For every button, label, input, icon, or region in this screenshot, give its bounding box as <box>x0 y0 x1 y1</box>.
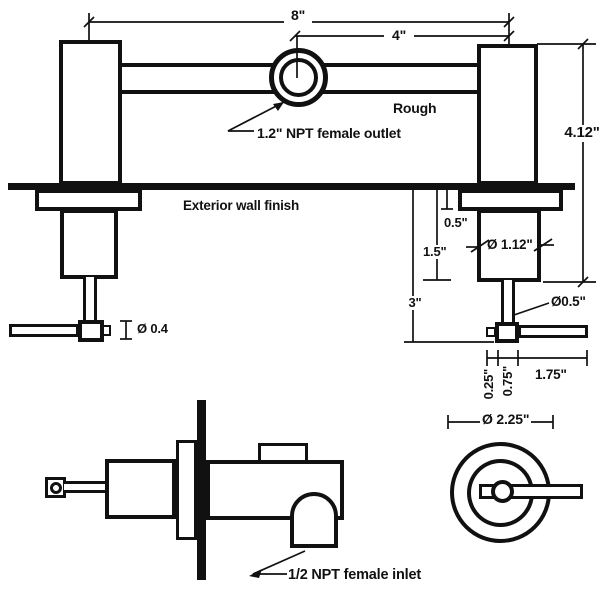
left-stem <box>83 277 97 321</box>
wall-finish-label: Exterior wall finish <box>183 198 300 213</box>
dim-label-body-diameter: Ø 1.12" <box>487 237 533 252</box>
inlet-label: 1/2 NPT female inlet <box>288 567 421 583</box>
dim-left-stem-0-4 <box>120 320 132 340</box>
dim-label-body-projection: 1.5" <box>421 244 449 260</box>
side-inlet-dome <box>290 492 338 548</box>
outlet-inner-ring <box>279 58 318 97</box>
side-body-front <box>105 459 176 519</box>
side-wall-line <box>197 400 206 580</box>
dim-label-overall-width: 8" <box>284 7 312 24</box>
right-handle-bar <box>518 325 588 338</box>
dim-body-1-5 <box>423 190 451 281</box>
side-handle-end-circle <box>50 482 62 494</box>
dim-label-overall-height: 4.12" <box>558 124 600 142</box>
dim-flange-0-5 <box>441 190 453 210</box>
left-handle-block <box>78 320 104 342</box>
dim-label-handle-seg-a: 0.25" <box>480 368 496 400</box>
left-valve-column <box>59 40 122 185</box>
side-handle-stem <box>64 481 106 493</box>
left-body <box>60 209 118 279</box>
left-handle-bar <box>9 324 79 337</box>
right-handle-block <box>495 322 519 343</box>
left-flange <box>35 189 142 211</box>
leader-right-stem <box>513 302 550 316</box>
dim-label-handle-seg-b: 0.75" <box>499 365 515 397</box>
rough-label: Rough <box>393 100 437 116</box>
dim-label-escutcheon-diameter: Ø 2.25" <box>480 411 532 428</box>
dim-label-left-stem-diameter: Ø 0.4 <box>137 321 168 336</box>
dim-label-outlet-offset: 4" <box>384 27 414 44</box>
dim-label-handle-projection: 3" <box>399 295 431 311</box>
end-stem-circle <box>491 480 514 503</box>
right-valve-column <box>477 44 538 185</box>
exterior-wall-line <box>8 183 575 190</box>
outlet-outer-ring <box>269 48 328 107</box>
right-flange <box>458 189 563 211</box>
right-stem <box>501 280 515 323</box>
dim-overall-height-4-12 <box>537 38 596 288</box>
dim-label-flange-projection: 0.5" <box>442 215 470 231</box>
dim-label-right-stem-diameter: Ø0.5" <box>551 294 586 309</box>
side-flange-plate <box>176 440 197 540</box>
dim-label-handle-seg-c: 1.75" <box>535 367 567 382</box>
outlet-label: 1.2" NPT female outlet <box>257 125 401 141</box>
